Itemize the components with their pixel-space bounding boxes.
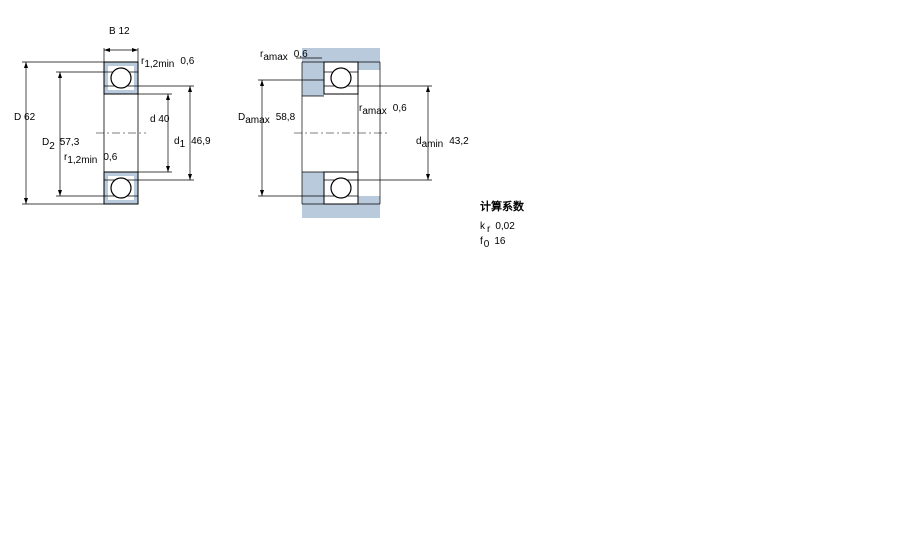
lower-ball [110, 177, 132, 199]
dim-D-label: D 62 [14, 112, 36, 123]
upper-ball [110, 67, 132, 89]
bearing-cross-section [96, 61, 146, 205]
right-dimension-arrows [260, 80, 430, 196]
dim-d-label: d 40 [150, 114, 170, 125]
mount-upper-ball [330, 67, 352, 89]
housing-shaft-section [294, 48, 388, 218]
mount-lower-ball [330, 177, 352, 199]
right-dimension-lines [258, 57, 432, 197]
calc-factors-heading: 计算系数 [480, 199, 525, 213]
left-dimension-arrows [24, 48, 192, 204]
dim-B-label: B 12 [109, 26, 130, 37]
